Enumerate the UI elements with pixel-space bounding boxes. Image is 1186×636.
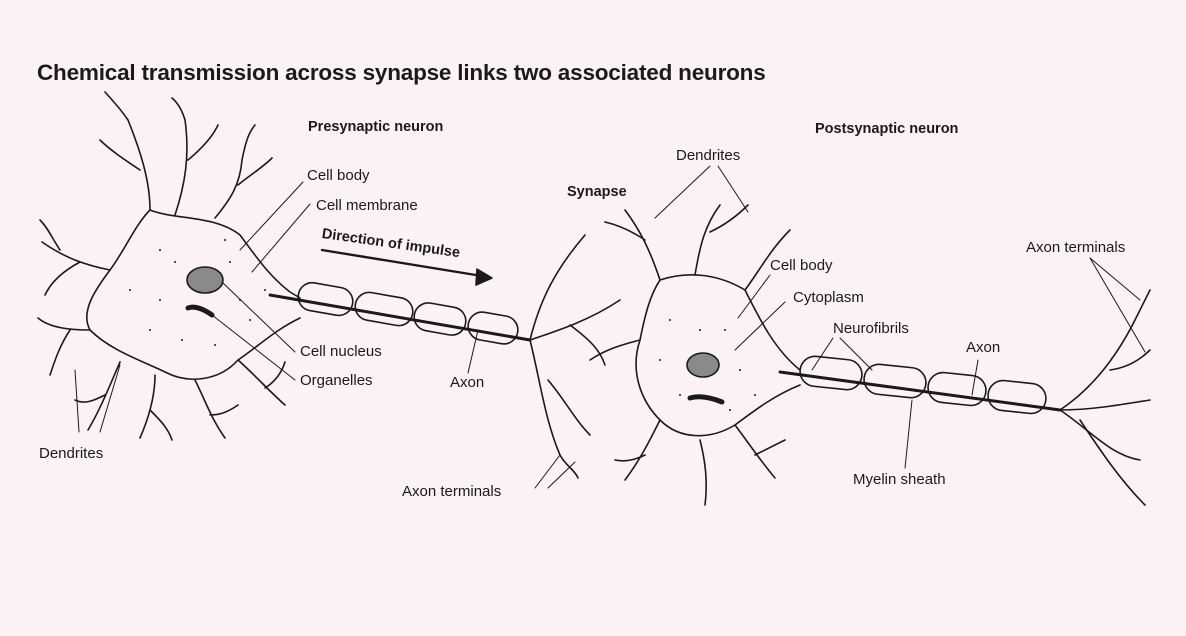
postsynaptic-axon-terminals-drawing <box>1059 289 1151 506</box>
postsynaptic-neuron-drawing <box>589 204 801 506</box>
post-dendrites-label: Dendrites <box>676 147 741 164</box>
pre-axon-label: Axon <box>450 374 485 391</box>
postsynaptic-axon-drawing <box>778 355 1062 415</box>
direction-of-impulse-arrowhead <box>475 268 493 286</box>
presynaptic-axon-terminals-drawing <box>529 234 621 479</box>
post-axon-label: Axon <box>966 339 1001 356</box>
presynaptic-neuron-drawing <box>37 91 301 441</box>
pre-cell-body-label: Cell body <box>307 167 370 184</box>
leader-lines <box>74 165 1146 489</box>
post-neurofibrils-label: Neurofibrils <box>833 320 909 337</box>
post-myelin-sheath-label: Myelin sheath <box>853 471 946 488</box>
synapse-label: Synapse <box>567 184 627 200</box>
pre-cell-nucleus-label: Cell nucleus <box>300 343 382 360</box>
direction-of-impulse-arrow <box>320 248 490 279</box>
presynaptic-axon-drawing <box>268 281 532 345</box>
postsynaptic-neuron-label: Postsynaptic neuron <box>815 121 959 137</box>
presynaptic-neuron-label: Presynaptic neuron <box>308 119 444 135</box>
pre-organelles-label: Organelles <box>300 372 373 389</box>
pre-axon-terminals-label: Axon terminals <box>402 483 502 500</box>
pre-dendrites-label: Dendrites <box>39 445 104 462</box>
post-cytoplasm-label: Cytoplasm <box>793 289 864 306</box>
post-cell-body-label: Cell body <box>770 257 833 274</box>
diagram-title: Chemical transmission across synapse lin… <box>37 60 766 85</box>
post-axon-terminals-label: Axon terminals <box>1026 239 1126 256</box>
pre-cell-membrane-label: Cell membrane <box>316 197 418 214</box>
